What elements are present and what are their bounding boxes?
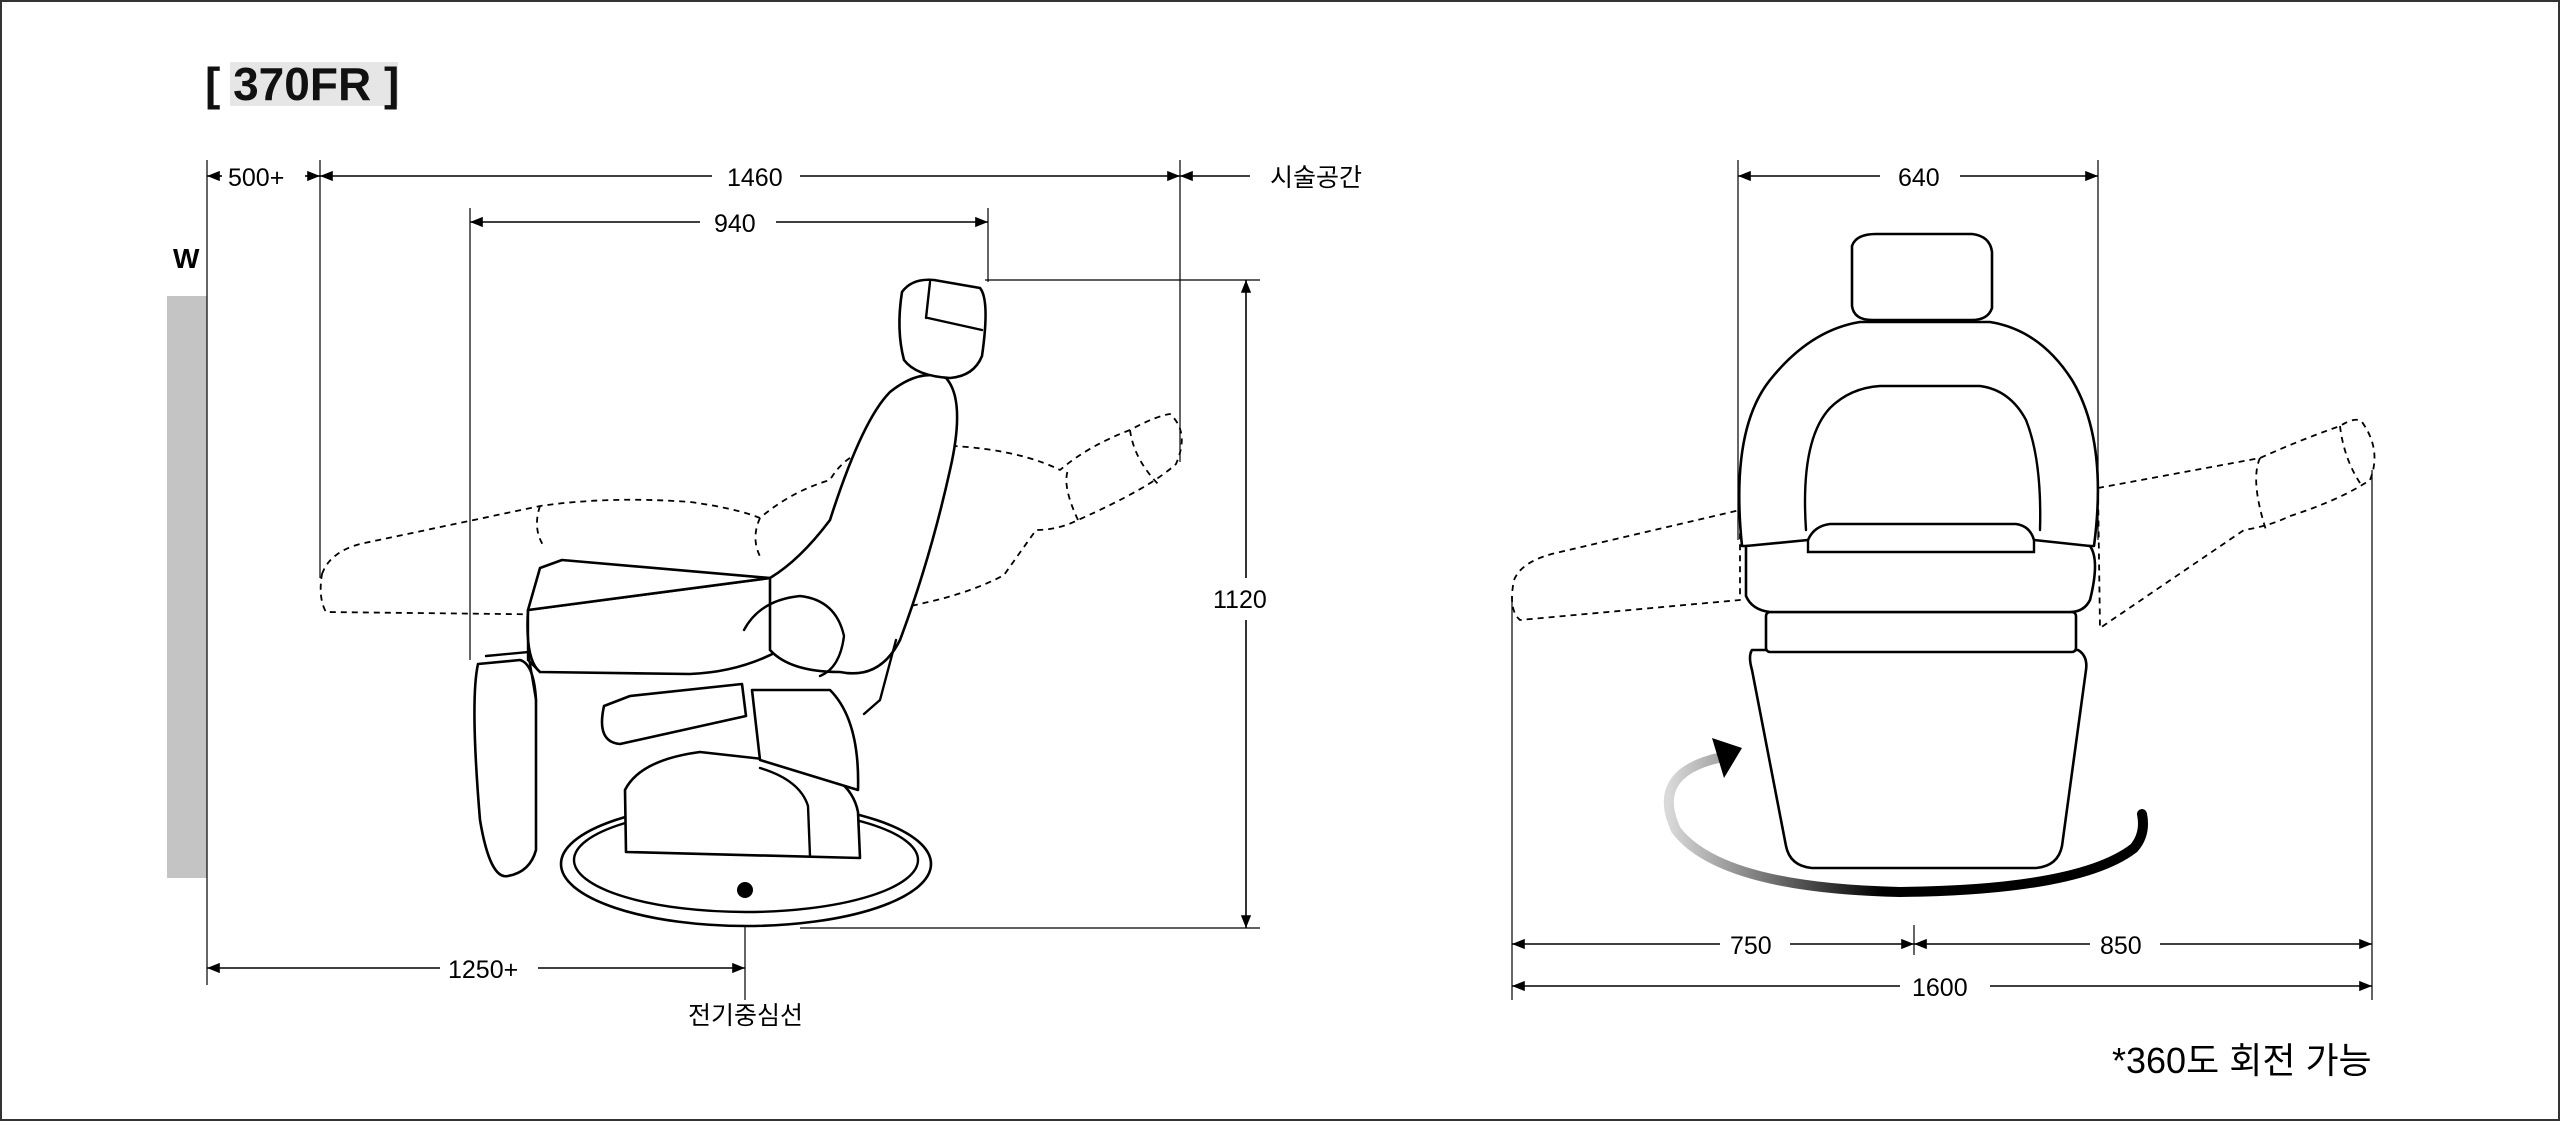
chair-front-seat-band xyxy=(1764,610,2078,654)
dim-label-1120: 1120 xyxy=(1213,586,1267,614)
dim-label-1600: 1600 xyxy=(1912,974,1968,1002)
chair-front-seat xyxy=(1744,522,2097,614)
chair-front-lower-block xyxy=(1748,648,2088,870)
reclined-chair-seams xyxy=(536,429,1161,561)
wall xyxy=(167,296,207,878)
rotation-note: *360도 회전 가능 xyxy=(2112,1040,2372,1081)
chair-front-headrest xyxy=(1850,232,1994,322)
rotated-right-seams xyxy=(2255,425,2363,531)
backrest-shoulder xyxy=(742,594,846,678)
dim-label-1250: 1250+ xyxy=(448,956,518,984)
chair-headrest xyxy=(898,278,987,380)
chair-column xyxy=(750,688,860,792)
seat-side xyxy=(526,608,542,674)
side-view: 500+ 1460 시술공간 940 1120 1250+ 전기중심선 xyxy=(206,160,1362,1030)
chair-front-backrest xyxy=(1737,320,2100,548)
dim-label-750: 750 xyxy=(1730,932,1772,960)
pedestal-seam xyxy=(758,766,812,858)
page-title: [ 370FR ] xyxy=(205,58,399,110)
chair-backrest xyxy=(768,373,959,675)
dim-label-850: 850 xyxy=(2100,932,2142,960)
front-view: 640 750 850 1600 xyxy=(1511,160,2376,1002)
headrest-seam xyxy=(924,280,984,332)
backrest-inner-panel xyxy=(1803,384,2042,532)
dim-label-640: 640 xyxy=(1898,164,1940,192)
dim-label-500: 500+ xyxy=(228,164,284,192)
chair-footrest xyxy=(473,658,538,878)
chair-seat-top xyxy=(526,558,772,612)
backrest-support xyxy=(862,638,898,716)
dim-label-1460: 1460 xyxy=(727,164,783,192)
center-point-icon xyxy=(737,882,753,898)
rotated-left-outline xyxy=(1511,509,1741,621)
title-highlight xyxy=(230,62,398,106)
dim-label-940: 940 xyxy=(714,210,756,238)
electric-center-label: 전기중심선 xyxy=(688,1002,803,1030)
rotated-right-outline xyxy=(2097,418,2376,629)
rotation-arrow-path xyxy=(1663,753,2148,898)
wall-label: W xyxy=(173,243,200,274)
rotation-arrow-icon xyxy=(1712,738,1742,778)
chair-armrest-bar xyxy=(600,682,748,746)
treatment-space-label: 시술공간 xyxy=(1270,164,1362,192)
front-seat-seam xyxy=(1806,538,2036,554)
